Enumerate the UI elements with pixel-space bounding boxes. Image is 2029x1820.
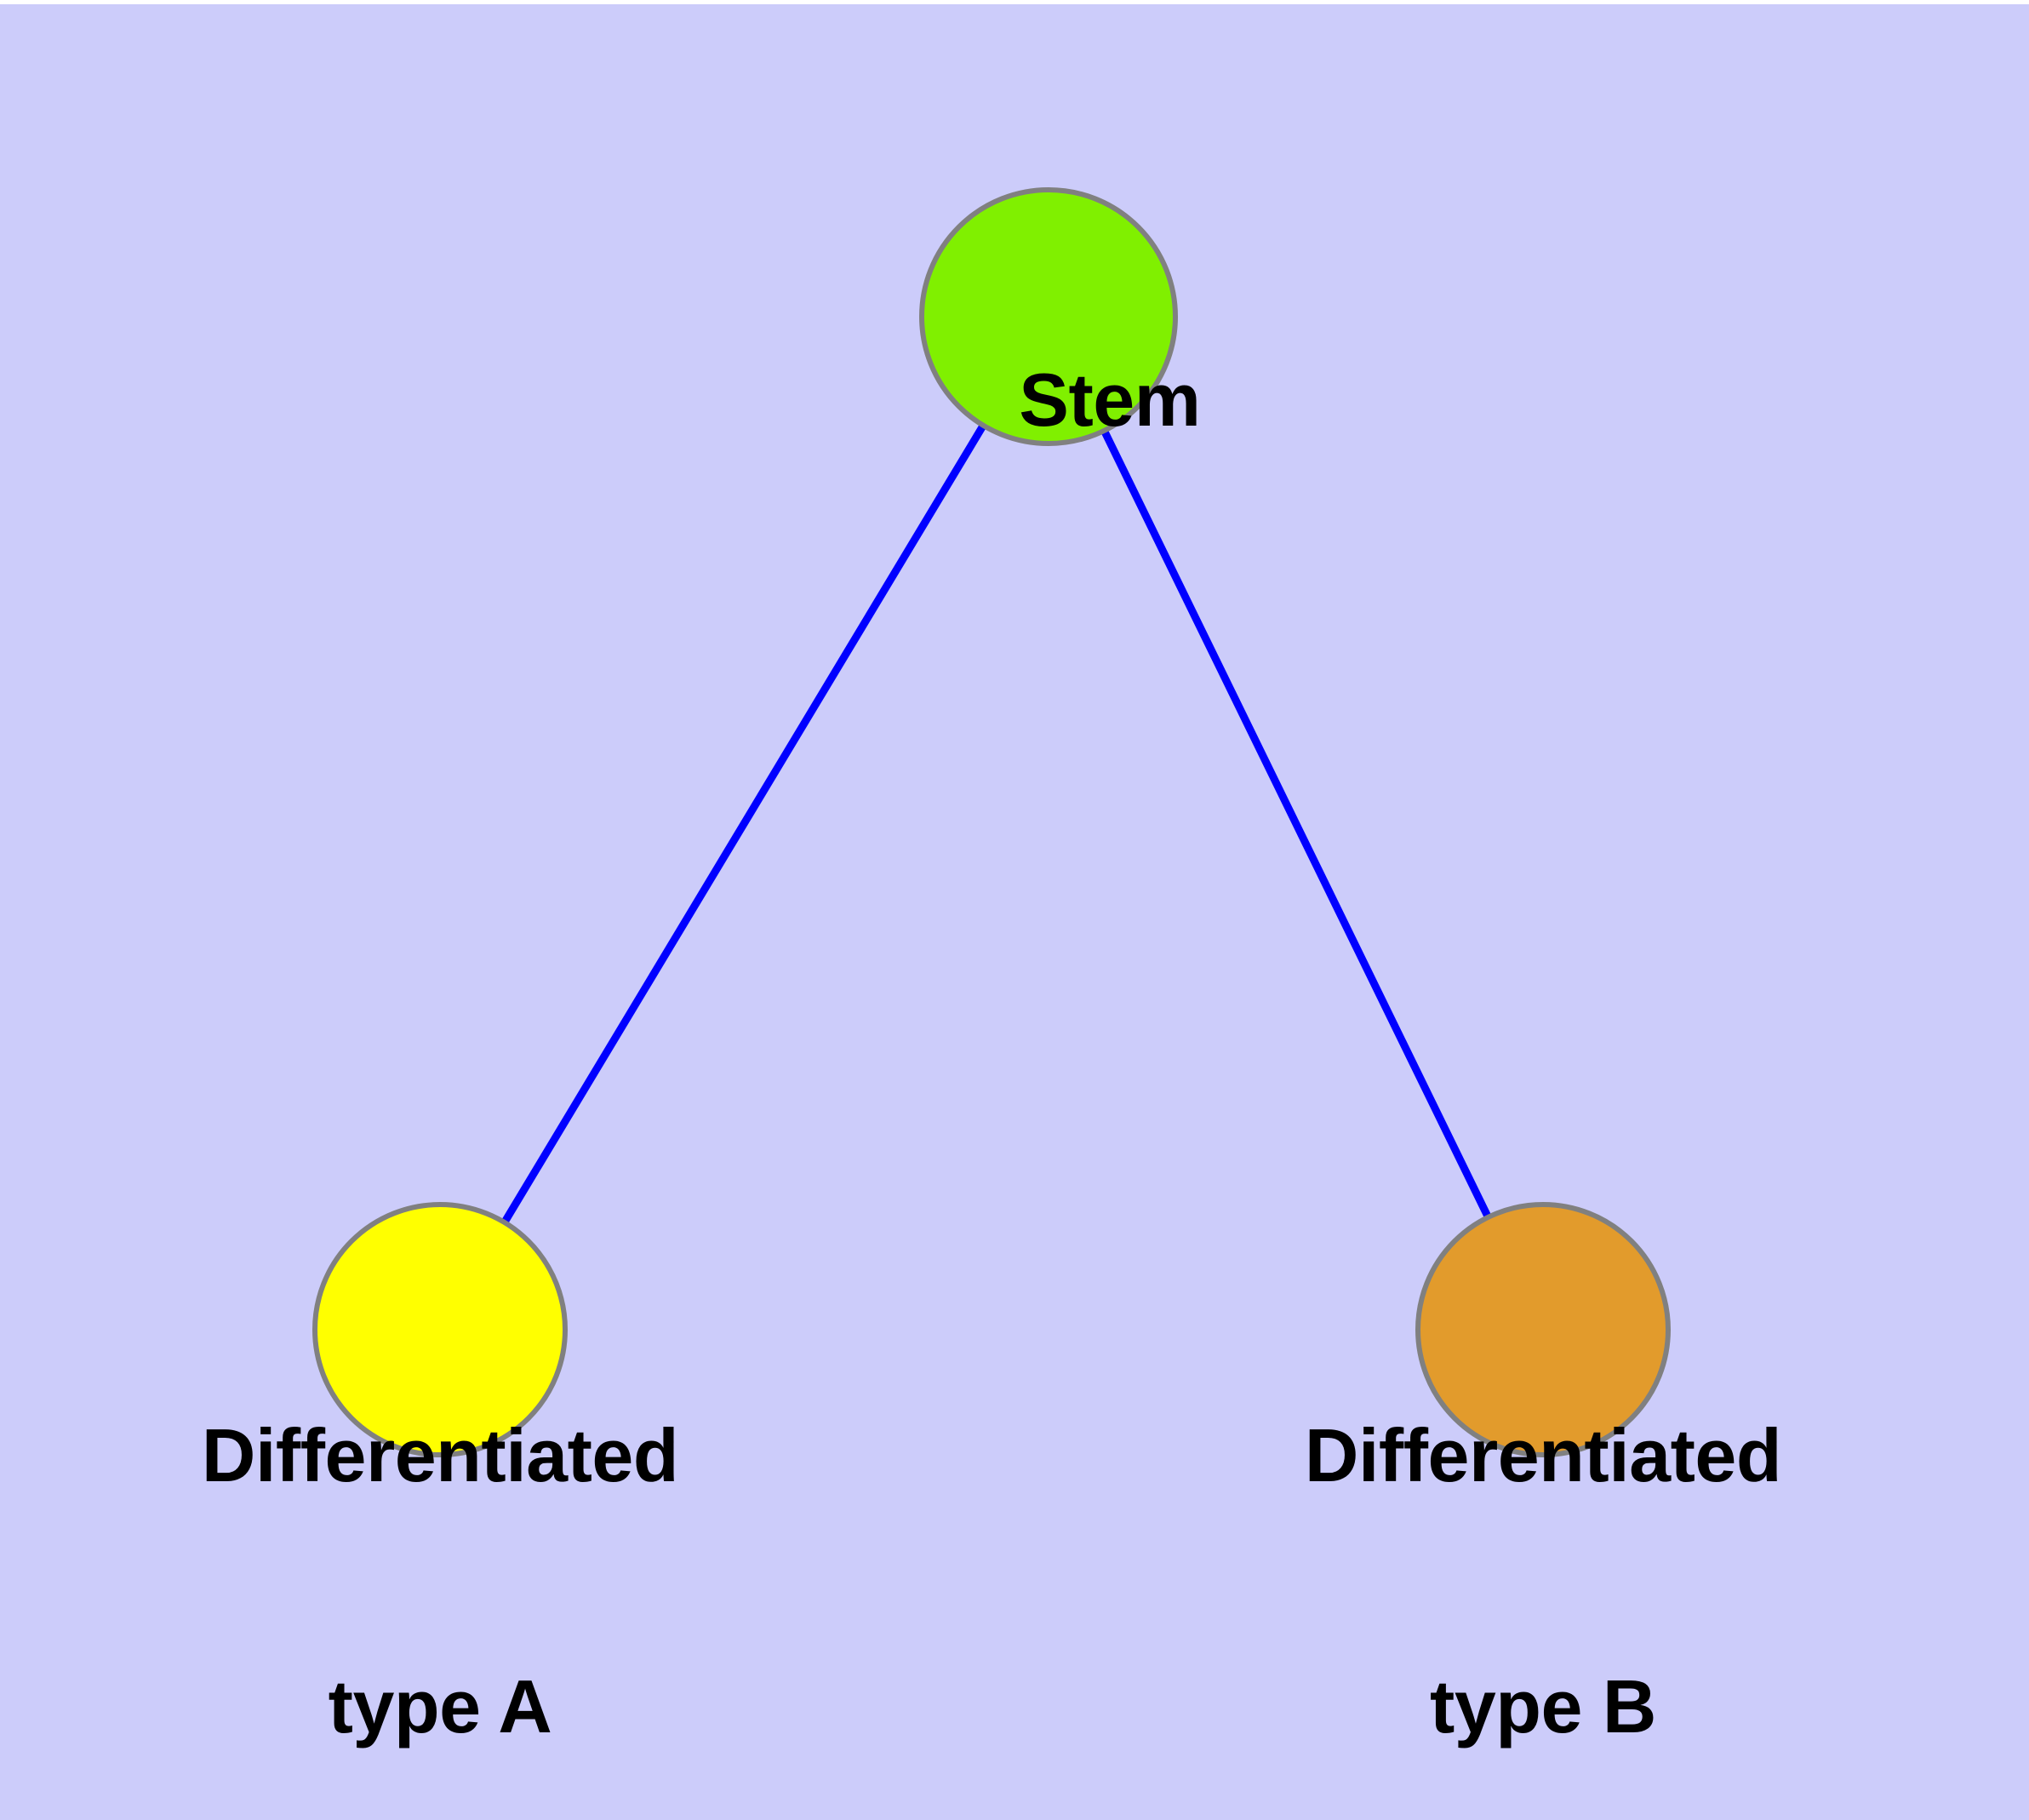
edge-stem-to-differentiated-type-a[interactable] xyxy=(437,314,1052,1332)
edge-stem-to-differentiated-type-b[interactable] xyxy=(1044,315,1547,1331)
node-differentiated-type-b-label-line-2: type B xyxy=(1430,1664,1656,1749)
node-differentiated-type-b-circle[interactable] xyxy=(1415,1202,1671,1457)
node-differentiated-type-a-circle[interactable] xyxy=(312,1202,568,1457)
node-stem-circle[interactable] xyxy=(919,187,1178,446)
